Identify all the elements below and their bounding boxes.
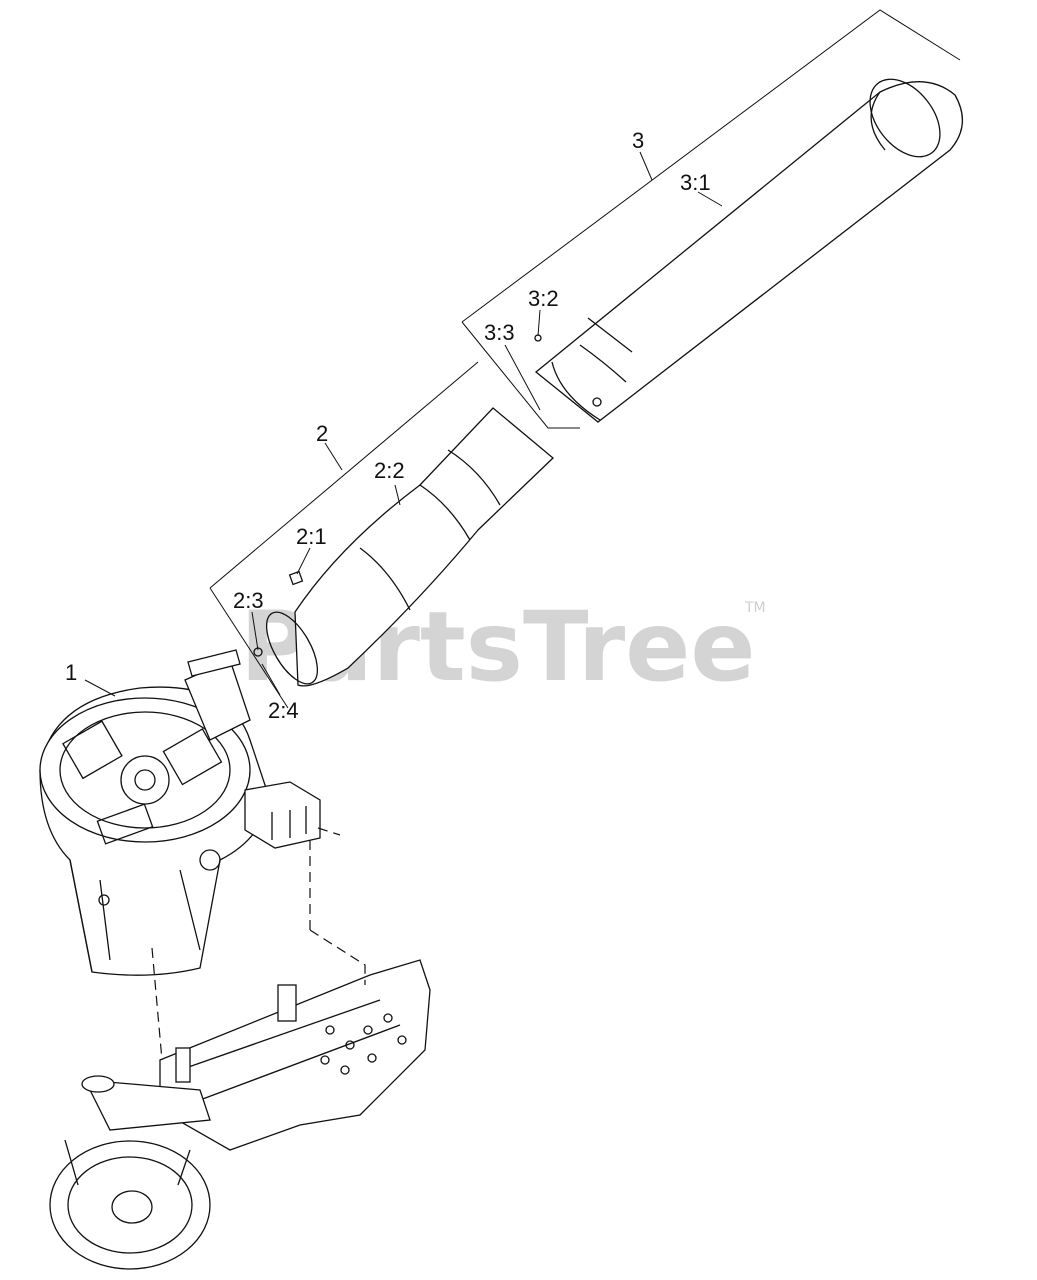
part-1-blower-housing: [39, 649, 321, 976]
callout-2-2: 2:2: [374, 458, 405, 483]
part-3-discharge-tube: [461, 9, 963, 429]
watermark-trademark: TM: [744, 600, 766, 616]
callout-2: 2: [316, 421, 328, 446]
callout-2-3: 2:3: [233, 588, 264, 613]
callout-2-1: 2:1: [296, 524, 327, 549]
callout-3-2: 3:2: [528, 286, 559, 311]
leader-lines: [84, 151, 723, 697]
part-2-intake-tube: [209, 361, 554, 709]
callout-3-1: 3:1: [680, 170, 711, 195]
alignment-lines: [151, 827, 366, 1061]
callout-labels: 1 2 2:1 2:2 2:3 2:4 3 3:1 3:2 3:3: [65, 128, 711, 723]
callout-2-4: 2:4: [268, 698, 299, 723]
mower-deck-frame: [49, 959, 431, 1270]
callout-3: 3: [632, 128, 644, 153]
callout-1: 1: [65, 660, 77, 685]
callout-3-3: 3:3: [484, 320, 515, 345]
